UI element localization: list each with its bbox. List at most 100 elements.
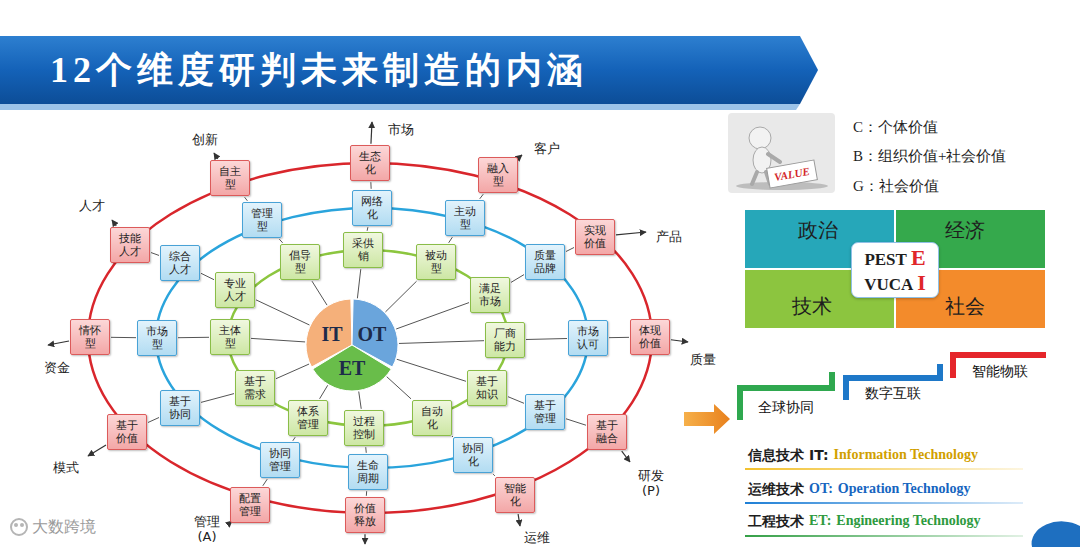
axis-arrow [214, 153, 218, 159]
connector [508, 397, 524, 404]
figure-head [749, 127, 771, 149]
green-ring-box: 专业人才 [215, 272, 255, 308]
axis-arrow [518, 514, 520, 526]
lg-label: IT: [809, 447, 829, 463]
box-label: 融入型 [487, 162, 509, 188]
axis-arrow [371, 122, 372, 144]
box-label: 网络化 [361, 195, 383, 221]
sector-label: IT [322, 322, 343, 345]
blue-ring-box: 市场认可 [568, 320, 608, 356]
acronym-text: I [917, 270, 926, 295]
blue-ring-box: 管理型 [242, 202, 282, 238]
underline-blue [745, 502, 1023, 504]
axis-line [276, 364, 309, 379]
red-ring-box: 基于价值 [107, 414, 147, 450]
axis-line [357, 269, 360, 298]
axis-line [396, 303, 469, 329]
value-figure [728, 113, 835, 193]
box-label: 智能化 [504, 482, 526, 508]
blue-ring-box: 市场型 [137, 320, 177, 356]
acronym-text: PEST [864, 250, 907, 269]
box-label: 技能人才 [119, 232, 141, 258]
sector-label: ET [339, 357, 366, 380]
cbg-label: G：社会价值 [853, 178, 939, 195]
blue-ring-box: 质量品牌 [525, 244, 565, 280]
green-ring-box: 采供销 [343, 232, 383, 268]
connector [111, 337, 136, 338]
box-label: 体现价值 [639, 324, 661, 350]
acronym-text: VUCA [864, 275, 913, 294]
connector [449, 237, 453, 243]
box-label: 基于价值 [116, 419, 138, 445]
box-label: 协同化 [462, 442, 484, 468]
box-label: 体系管理 [297, 405, 319, 431]
icon-dot [20, 523, 24, 527]
connector [367, 227, 369, 231]
box-label: 协同管理 [269, 447, 291, 473]
blue-ring-box: 综合人才 [160, 245, 200, 281]
sector-path [313, 345, 392, 391]
axis-label: 客户 [534, 142, 560, 157]
connector [493, 474, 495, 476]
icon-dot [14, 523, 18, 527]
axis-label: 质量 [690, 353, 716, 368]
box-label: 配置管理 [239, 492, 261, 518]
box-label: 过程控制 [353, 415, 375, 441]
box-label: 厂商能力 [494, 327, 516, 353]
icon-ring [11, 519, 27, 535]
connector [201, 394, 234, 403]
lge-label: OT: [809, 481, 833, 497]
underline-green [745, 535, 1023, 537]
axis-label: 运维 [524, 531, 550, 546]
axis-line [397, 359, 466, 381]
quadrant-label: 政治 [798, 217, 838, 244]
connector [566, 248, 574, 252]
cbg-label: C：个体价值 [853, 119, 938, 136]
pie-sector: ET [306, 299, 398, 391]
value-sign [767, 160, 818, 188]
box-label: 基于协同 [169, 395, 191, 421]
axis-line [387, 377, 411, 399]
green-ring-box: 体系管理 [288, 400, 328, 436]
cbg-label: B：组织价值+社会价值 [853, 148, 1006, 165]
blue-ring-box: 协同化 [453, 437, 493, 473]
box-label: 自主型 [219, 165, 241, 191]
box-label: 基于知识 [476, 375, 498, 401]
axis-line [256, 300, 309, 325]
title-banner [0, 36, 818, 104]
axis-line [399, 341, 484, 344]
acronym-text: E [911, 245, 926, 270]
axis-arrow [48, 341, 69, 345]
connector [370, 182, 371, 189]
step-label: 智能物联 [972, 363, 1028, 379]
axis-lines [48, 122, 688, 544]
red-ring-box: 体现价值 [630, 319, 670, 355]
box-label: 生态化 [359, 150, 381, 176]
axis-line [251, 338, 305, 342]
box-label: 采供销 [352, 237, 374, 263]
banner-shadow [0, 104, 800, 110]
axis-label: 研发 (P) [636, 469, 666, 499]
box-label: 综合人才 [169, 250, 191, 276]
box-label: 情怀型 [79, 324, 101, 350]
red-ring-box: 情怀型 [70, 319, 110, 355]
lg-label: 工程技术 [748, 513, 804, 529]
green-ring-box: 基于知识 [467, 370, 507, 406]
blue-ring-box: 网络化 [352, 190, 392, 226]
connector [511, 275, 524, 283]
connector [279, 239, 282, 243]
axis-line [359, 392, 362, 409]
green-ring-box: 基于需求 [235, 370, 275, 406]
figure-ground [728, 113, 835, 193]
green-ring-box: 厂商能力 [485, 322, 525, 358]
box-label: 倡导型 [289, 249, 311, 275]
blue-ring-box: 基于协同 [160, 390, 200, 426]
lge-label: Engineering Technology [836, 513, 980, 529]
axis-arrow [88, 445, 106, 456]
green-ring-box: 过程控制 [344, 410, 384, 446]
connector [365, 447, 367, 453]
axis-arrow [519, 155, 522, 158]
lg-label: 信息技术 [748, 447, 804, 463]
green-ring-box: 倡导型 [280, 244, 320, 280]
red-ring-box: 实现价值 [575, 219, 615, 255]
